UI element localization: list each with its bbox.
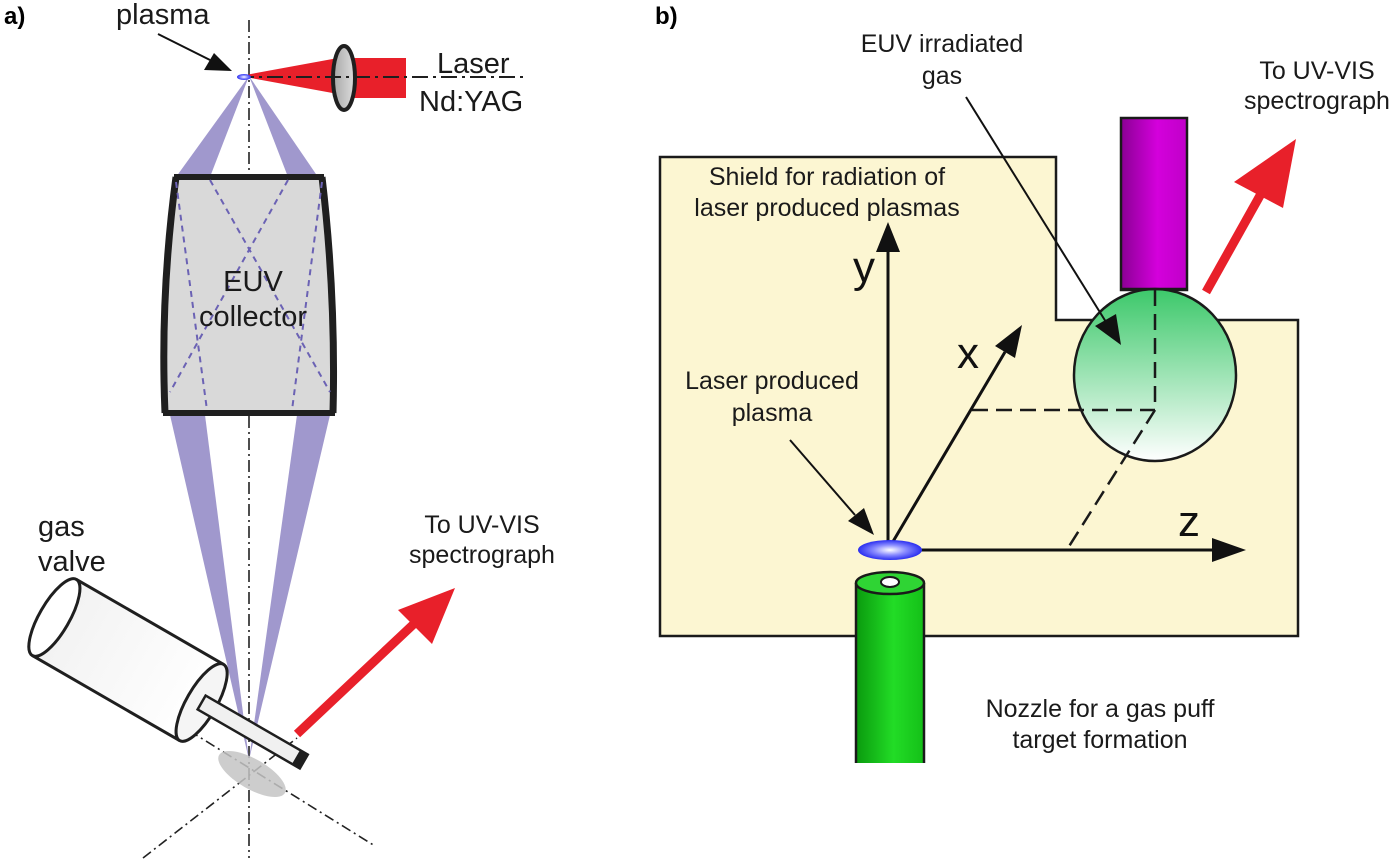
lpp-label-line1: Laser produced — [685, 367, 859, 395]
valve-label-line1: gas — [38, 511, 85, 543]
a-uvvis-label-line1: To UV-VIS — [424, 511, 539, 539]
euv-gas-pointer-arrow — [965, 96, 1107, 323]
valve-label-line2: valve — [38, 546, 106, 578]
nozzle-label-line2: target formation — [1012, 726, 1187, 754]
plasma-pointer-arrow — [157, 33, 211, 61]
gas-puff-nozzle — [854, 570, 926, 763]
b-uvvis-label-line1: To UV-VIS — [1259, 57, 1374, 85]
lpp-pointer-arrow — [789, 439, 856, 516]
panel-b: b) Shield for radiation of laser produce… — [655, 3, 1390, 763]
shield-label-line2: laser produced plasmas — [694, 194, 959, 222]
projection-lines — [972, 290, 1157, 549]
laser-produced-plasma — [858, 540, 922, 560]
y-axis-label: y — [853, 243, 875, 292]
laser-type-label: Nd:YAG — [419, 86, 523, 118]
z-axis-label: z — [1178, 497, 1200, 546]
b-uvvis-label-line2: spectrograph — [1244, 87, 1390, 115]
laser-label: Laser — [437, 48, 510, 80]
shield-label-line1: Shield for radiation of — [709, 163, 945, 191]
euv-collector: EUV collector — [160, 174, 338, 416]
coordinate-axes — [886, 248, 1215, 552]
panel-a-label: a) — [4, 3, 25, 30]
capillary-tube — [1119, 116, 1189, 292]
y-axis-arrowhead — [876, 222, 900, 252]
b-uvvis-emission-arrow — [1202, 139, 1296, 295]
diagonal-axis-1 — [142, 737, 298, 859]
plasma-label: plasma — [116, 0, 210, 31]
x-axis-label: x — [957, 329, 979, 378]
plasma-spot — [237, 74, 251, 80]
z-axis-arrowhead — [1212, 538, 1246, 562]
a-uvvis-label-line2: spectrograph — [409, 541, 555, 569]
euv-gas-label-line1: EUV irradiated — [861, 30, 1024, 58]
panel-a: a) EUV collector — [4, 0, 555, 859]
nozzle-orifice — [880, 576, 900, 588]
nozzle-label-line1: Nozzle for a gas puff — [986, 695, 1215, 723]
lpp-label-line2: plasma — [732, 399, 813, 427]
gas-valve — [27, 577, 310, 771]
uvvis-emission-arrow — [293, 588, 455, 738]
panel-b-label: b) — [655, 3, 678, 30]
collector-label-line2: collector — [199, 301, 307, 333]
collector-label-line1: EUV — [223, 266, 283, 298]
x-axis-arrowhead — [995, 325, 1022, 358]
laser-beam — [237, 44, 528, 112]
euv-radiation-cone — [170, 76, 330, 760]
euv-gas-label-line2: gas — [922, 62, 962, 90]
gas-puff-target — [218, 750, 286, 798]
